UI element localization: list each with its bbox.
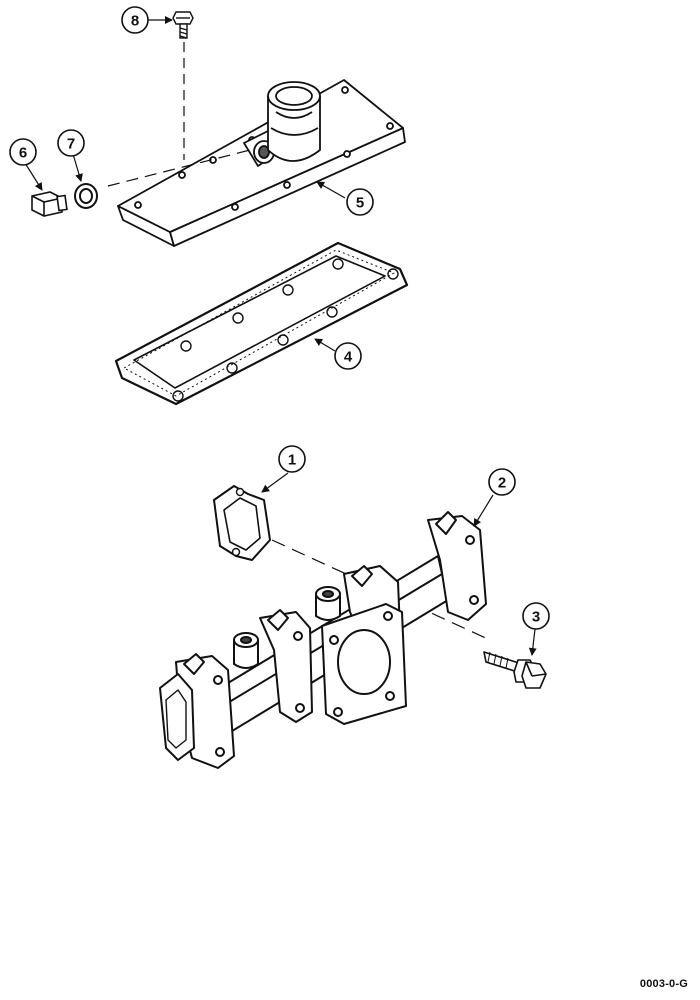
figure-code: 0003-0-G: [639, 978, 688, 990]
callout-5-label: 5: [356, 195, 364, 212]
cover-plate-part-5: [117, 79, 406, 247]
callout-2-label: 2: [498, 475, 506, 492]
callout-6: 6: [9, 138, 37, 166]
port-gasket-1-leader: [261, 472, 289, 493]
callout-6-label: 6: [19, 145, 27, 162]
plug-6-leader: [24, 162, 43, 191]
callout-7-label: 7: [67, 136, 75, 153]
callout-4-label: 4: [344, 349, 353, 366]
callout-5: 5: [346, 188, 374, 216]
plug-assembly-centerline: [107, 149, 251, 187]
callout-7: 7: [57, 129, 85, 157]
bolt-part-3: [483, 651, 547, 689]
washer-7-leader: [72, 153, 83, 182]
manifold-part-2: [159, 511, 487, 769]
plug-part-6: [31, 191, 68, 217]
callout-2: 2: [488, 468, 516, 496]
gasket-4-leader: [314, 338, 336, 352]
callout-1: 1: [278, 445, 306, 473]
bolt-part-8: [172, 11, 194, 39]
callout-3: 3: [522, 602, 550, 630]
callout-8: 8: [121, 6, 149, 34]
callout-3-label: 3: [532, 609, 540, 626]
cover-plate-5-leader: [316, 181, 346, 199]
callout-8-label: 8: [131, 13, 139, 30]
gasket-part-4: [114, 241, 409, 406]
callout-4: 4: [334, 342, 362, 370]
bolt-3-leader: [528, 628, 537, 656]
port-gasket-part-1: [213, 485, 271, 561]
callout-1-label: 1: [288, 452, 296, 469]
washer-part-7: [74, 183, 98, 209]
manifold-2-leader: [473, 494, 494, 527]
